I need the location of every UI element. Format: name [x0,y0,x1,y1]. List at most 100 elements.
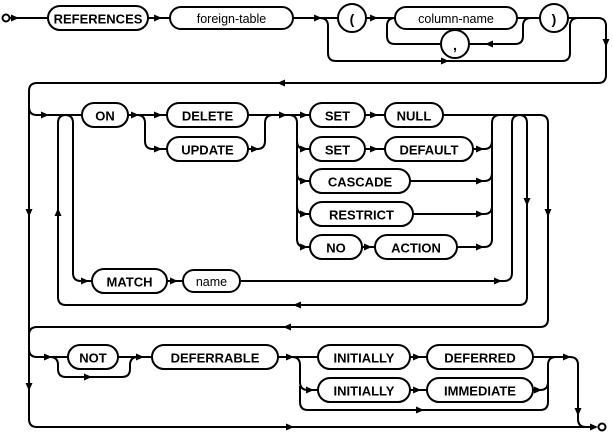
keyword-default: DEFAULT [384,136,474,162]
keyword-match-label: MATCH [107,275,153,290]
keyword-deferred-label: DEFERRED [444,351,516,366]
arrowhead-right [279,111,287,119]
arrowhead-right [300,243,308,251]
arrowhead-right [131,111,139,119]
end-terminal [597,422,607,432]
keyword-on-label: ON [95,109,115,124]
keyword-on-shape [81,102,129,128]
keyword-immediate-shape [426,377,534,403]
wire [49,356,139,378]
keyword-set-2-label: SET [325,143,350,158]
nonterminal-column-name: column-name [394,6,518,30]
nonterminal-name-shape [182,269,241,293]
wire [240,114,521,282]
arrowhead-right [563,353,571,361]
arrowhead-up [54,208,62,216]
keyword-null-shape [384,102,444,128]
arrowhead-right [81,277,89,285]
arrowhead-right [314,14,322,22]
keyword-default-shape [384,136,474,162]
keyword-deferrable-label: DEFERRABLE [171,351,260,366]
keyword-initially-2-shape [317,377,411,403]
nonterminal-foreign-table-shape [169,6,294,30]
nonterminal-column-name-label: column-name [418,12,494,26]
punct-close-paren-label: ) [552,11,557,27]
arrowhead-right [413,353,421,361]
wire [473,140,493,150]
keyword-cascade-shape [309,168,411,194]
arrowhead-right [154,145,162,153]
nonterminal-name-label: name [196,275,227,289]
arrowhead-down [25,383,33,391]
punct-comma-shape [440,29,470,59]
keyword-references-shape [47,5,149,31]
arrowhead-right [306,386,314,394]
keyword-action-shape [374,234,458,260]
arrowhead-left [485,40,493,48]
punct-comma-label: , [453,37,457,53]
arrowhead-left [283,323,291,331]
keyword-initially-2: INITIALLY [317,377,411,403]
keyword-restrict-shape [309,201,414,227]
keyword-match-shape [91,268,168,294]
arrowhead-right [476,210,484,218]
wire [533,356,596,428]
wire [386,17,441,45]
nonterminal-foreign-table: foreign-table [169,6,294,30]
arrowhead-right [300,210,308,218]
keyword-null-label: NULL [397,109,432,124]
wire [469,17,532,45]
punct-open-paren-shape [337,3,367,33]
arrowhead-right [300,111,308,119]
keyword-cascade: CASCADE [309,168,411,194]
arrowhead-right [251,145,259,153]
start-terminal-shape [1,13,11,23]
punct-open-paren: ( [337,3,367,33]
arrowhead-right [41,111,49,119]
wire [57,114,528,306]
start-terminal [1,13,11,23]
keyword-restrict-label: RESTRICT [329,208,394,223]
punct-open-paren-label: ( [350,11,355,27]
keyword-match: MATCH [91,268,168,294]
arrowhead-right [170,277,178,285]
keyword-action-label: ACTION [391,241,441,256]
wire [457,238,493,248]
arrowhead-right [364,243,372,251]
keyword-no-shape [309,234,363,260]
keyword-delete-shape [166,102,249,128]
keyword-no-label: NO [326,241,346,256]
keyword-delete-label: DELETE [182,109,234,124]
nonterminal-foreign-table-label: foreign-table [197,12,267,26]
arrowhead-right [441,57,449,65]
keyword-initially-label: INITIALLY [334,351,395,366]
punct-comma: , [440,29,470,59]
wire [136,114,167,150]
keyword-not-shape [67,344,119,370]
nonterminal-name: name [182,269,241,293]
arrowhead-right [494,277,502,285]
keyword-set-shape [309,102,366,128]
arrowhead-right [476,145,484,153]
arrowhead-right [136,353,144,361]
arrowhead-right [286,423,294,431]
keyword-no: NO [309,234,363,260]
keyword-initially-2-label: INITIALLY [334,384,395,399]
arrowhead-left [277,79,285,87]
keyword-restrict: RESTRICT [309,201,414,227]
arrowhead-right [476,177,484,185]
keyword-delete: DELETE [166,102,249,128]
keyword-references: REFERENCES [47,5,149,31]
arrowhead-right [11,14,19,22]
keyword-not-label: NOT [79,351,107,366]
punct-close-paren-shape [539,3,569,33]
arrowhead-right [413,386,421,394]
wire [28,17,607,428]
arrowhead-right [370,111,378,119]
wire [28,114,549,336]
keyword-action: ACTION [374,234,458,260]
keyword-set-2-shape [309,136,366,162]
keyword-references-label: REFERENCES [54,12,143,27]
keyword-immediate: IMMEDIATE [426,377,534,403]
wire [533,356,557,391]
